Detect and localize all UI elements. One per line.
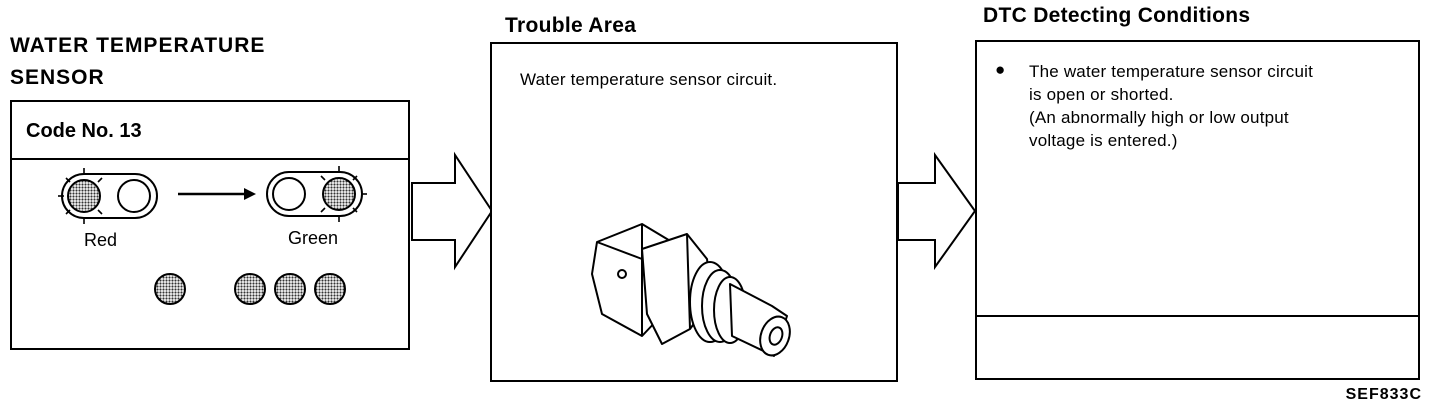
trouble-area-heading: Trouble Area <box>505 14 637 37</box>
dtc-box: ● The water temperature sensor circuit i… <box>975 40 1420 380</box>
dtc-line-4: voltage is entered.) <box>1029 131 1178 150</box>
dtc-bullet-icon: ● <box>995 60 1006 79</box>
code-label: Code No. 13 <box>26 120 142 142</box>
dtc-divider <box>977 315 1418 317</box>
code-header: Code No. 13 <box>12 102 408 160</box>
dtc-line-3: (An abnormally high or low output <box>1029 108 1289 127</box>
sensor-title-line1: WATER TEMPERATURE <box>10 34 266 57</box>
transition-arrow-icon <box>178 188 256 200</box>
green-lamp-label: Green <box>288 228 339 248</box>
red-flash-dot <box>154 273 186 305</box>
dtc-line-1: The water temperature sensor circuit <box>1029 62 1314 81</box>
sensor-title: WATER TEMPERATURE SENSOR <box>10 30 265 94</box>
green-lamp-indicator <box>266 166 367 222</box>
sensor-title-line2: SENSOR <box>10 66 105 89</box>
flow-arrow-2-icon <box>897 151 977 271</box>
flow-arrow-1-icon <box>411 151 494 271</box>
dtc-condition-text: The water temperature sensor circuit is … <box>1029 60 1409 152</box>
blink-pattern <box>154 273 346 305</box>
green-lamp-rays-icon <box>320 166 367 222</box>
trouble-area-text: Water temperature sensor circuit. <box>520 70 778 89</box>
lamp-diagram <box>58 166 367 305</box>
green-flash-dot <box>274 273 306 305</box>
code-panel: Code No. 13 <box>10 100 410 350</box>
green-flash-dot <box>314 273 346 305</box>
red-lamp-rays-icon <box>58 168 103 224</box>
red-lamp-indicator <box>58 168 158 224</box>
trouble-area-box: Water temperature sensor circuit. <box>490 42 898 382</box>
red-lamp-label: Red <box>84 230 118 250</box>
water-temperature-sensor-icon <box>591 223 791 357</box>
dtc-heading: DTC Detecting Conditions <box>983 4 1251 27</box>
reference-code: SEF833C <box>1345 386 1422 403</box>
dtc-line-2: is open or shorted. <box>1029 85 1174 104</box>
green-flash-dot <box>234 273 266 305</box>
